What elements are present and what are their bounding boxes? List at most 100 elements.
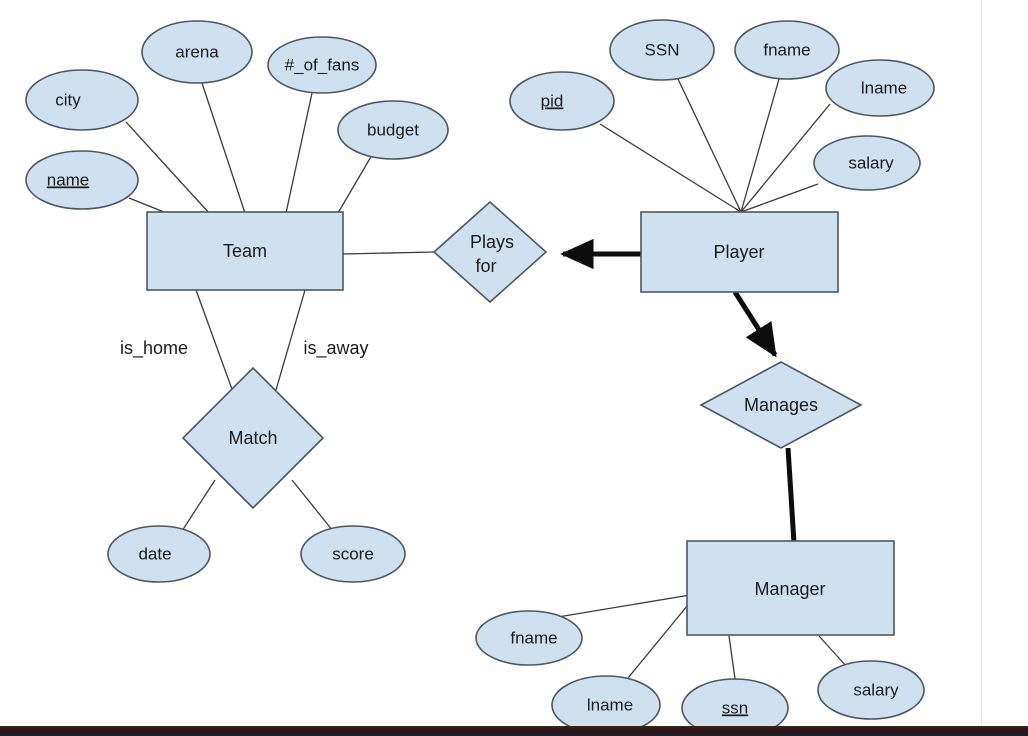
edges-team-relationships — [195, 251, 435, 393]
relationship-diamond — [181, 366, 325, 510]
edge-budget-team — [337, 154, 373, 214]
role-labels: is_home is_away — [120, 338, 369, 359]
attribute-label: score — [332, 544, 374, 563]
relationship-label: Match — [228, 428, 277, 448]
right-margin-rule — [981, 0, 982, 726]
attribute-label: fname — [510, 628, 557, 647]
edge-match-score — [291, 479, 334, 532]
edge-lname-player — [740, 103, 831, 213]
entity-label: Player — [713, 242, 764, 262]
attribute-label: SSN — [645, 40, 680, 59]
attribute-ellipse — [681, 678, 789, 736]
attribute-team-city[interactable]: city — [25, 69, 139, 131]
attribute-manager-fname[interactable]: fname — [475, 610, 583, 666]
attribute-player-fname[interactable]: fname — [734, 20, 840, 80]
edge-mgr-fname — [557, 594, 691, 618]
edge-mgr-lname — [627, 599, 693, 679]
relationship-nodes: Plays for Match Manages — [181, 200, 863, 510]
attribute-player-lname[interactable]: lname — [825, 59, 935, 117]
relationship-diamond — [699, 361, 863, 449]
attribute-ellipse — [825, 59, 935, 117]
edge-team-playsfor — [342, 251, 435, 255]
relationship-diamond — [432, 200, 548, 304]
edges-player-attributes — [599, 78, 831, 213]
attribute-label: fname — [763, 40, 810, 59]
edges-team-attributes — [125, 82, 373, 225]
edge-manages-manager — [785, 447, 797, 544]
edge-mgr-ssn — [728, 635, 736, 680]
attribute-ellipse — [337, 100, 449, 160]
entity-nodes: Team Player Manager — [146, 211, 895, 636]
edge-fans-team — [285, 92, 313, 214]
entity-rect — [686, 540, 895, 636]
attribute-team-number-of-fans[interactable]: #_of_fans — [267, 36, 377, 94]
attribute-ellipse — [300, 525, 406, 583]
attribute-label: #_of_fans — [285, 55, 360, 74]
attribute-label: budget — [367, 120, 419, 139]
attribute-team-budget[interactable]: budget — [337, 100, 449, 160]
role-label-is-away: is_away — [303, 338, 368, 359]
attribute-ellipse — [25, 150, 139, 210]
edge-ssn-player — [677, 78, 742, 213]
attribute-player-pid[interactable]: pid — [509, 71, 615, 131]
attribute-manager-ssn[interactable]: ssn — [681, 678, 789, 736]
attribute-player-salary[interactable]: salary — [813, 135, 921, 191]
attribute-label: lname — [587, 695, 633, 714]
attribute-label: salary — [853, 680, 899, 699]
edges-match-attributes — [181, 479, 334, 532]
attribute-match-score[interactable]: score — [300, 525, 406, 583]
relationship-label-line-1: Plays — [470, 232, 514, 252]
attribute-ellipse — [734, 20, 840, 80]
attribute-label-key: pid — [541, 91, 564, 110]
attribute-ellipse — [141, 20, 253, 84]
edge-player-manages-arrow — [732, 290, 778, 358]
entity-label: Manager — [754, 579, 825, 599]
edge-fname-player — [740, 78, 780, 213]
edge-mgr-salary — [818, 635, 848, 668]
relationship-plays-for[interactable]: Plays for — [432, 200, 548, 304]
attribute-ellipse — [813, 135, 921, 191]
edge-pid-player — [599, 123, 742, 213]
relationship-label: Manages — [744, 395, 818, 415]
bottom-window-bar — [0, 726, 1028, 736]
attribute-label: city — [55, 90, 81, 109]
relationship-label-line-2: for — [475, 256, 496, 276]
attribute-label: arena — [175, 42, 219, 61]
entity-rect — [146, 211, 344, 291]
attribute-ellipse — [475, 610, 583, 666]
relationship-manages[interactable]: Manages — [699, 361, 863, 449]
attribute-ellipse — [25, 69, 139, 131]
entity-manager[interactable]: Manager — [686, 540, 895, 636]
edge-city-team — [125, 121, 211, 215]
edge-arena-team — [201, 82, 246, 214]
attribute-ellipse — [609, 19, 715, 81]
attribute-manager-lname[interactable]: lname — [551, 675, 661, 735]
entity-team[interactable]: Team — [146, 211, 344, 291]
attribute-label-key: name — [47, 170, 90, 189]
attribute-label: salary — [848, 153, 894, 172]
entity-rect — [640, 211, 839, 293]
attribute-team-arena[interactable]: arena — [141, 20, 253, 84]
entity-player[interactable]: Player — [640, 211, 839, 293]
attribute-label-key: ssn — [722, 698, 748, 717]
attribute-player-ssn[interactable]: SSN — [609, 19, 715, 81]
edges-manager-attributes — [557, 594, 848, 680]
attribute-ellipse — [509, 71, 615, 131]
attribute-team-name[interactable]: name — [25, 150, 139, 210]
edge-salary-player — [740, 183, 819, 213]
attribute-manager-salary[interactable]: salary — [817, 660, 925, 720]
attribute-match-date[interactable]: date — [107, 525, 211, 583]
role-label-is-home: is_home — [120, 338, 188, 359]
entity-label: Team — [223, 241, 267, 261]
edges-strong-relationships — [560, 238, 797, 544]
edge-team-match-is-home — [195, 289, 234, 393]
edge-match-date — [181, 479, 216, 532]
attribute-nodes: city arena #_of_fans budget name pid — [25, 19, 935, 736]
edge-team-match-is-away — [275, 289, 306, 391]
attribute-label: date — [138, 544, 171, 563]
attribute-ellipse — [267, 36, 377, 94]
relationship-match[interactable]: Match — [181, 366, 325, 510]
attribute-label: lname — [861, 78, 907, 97]
